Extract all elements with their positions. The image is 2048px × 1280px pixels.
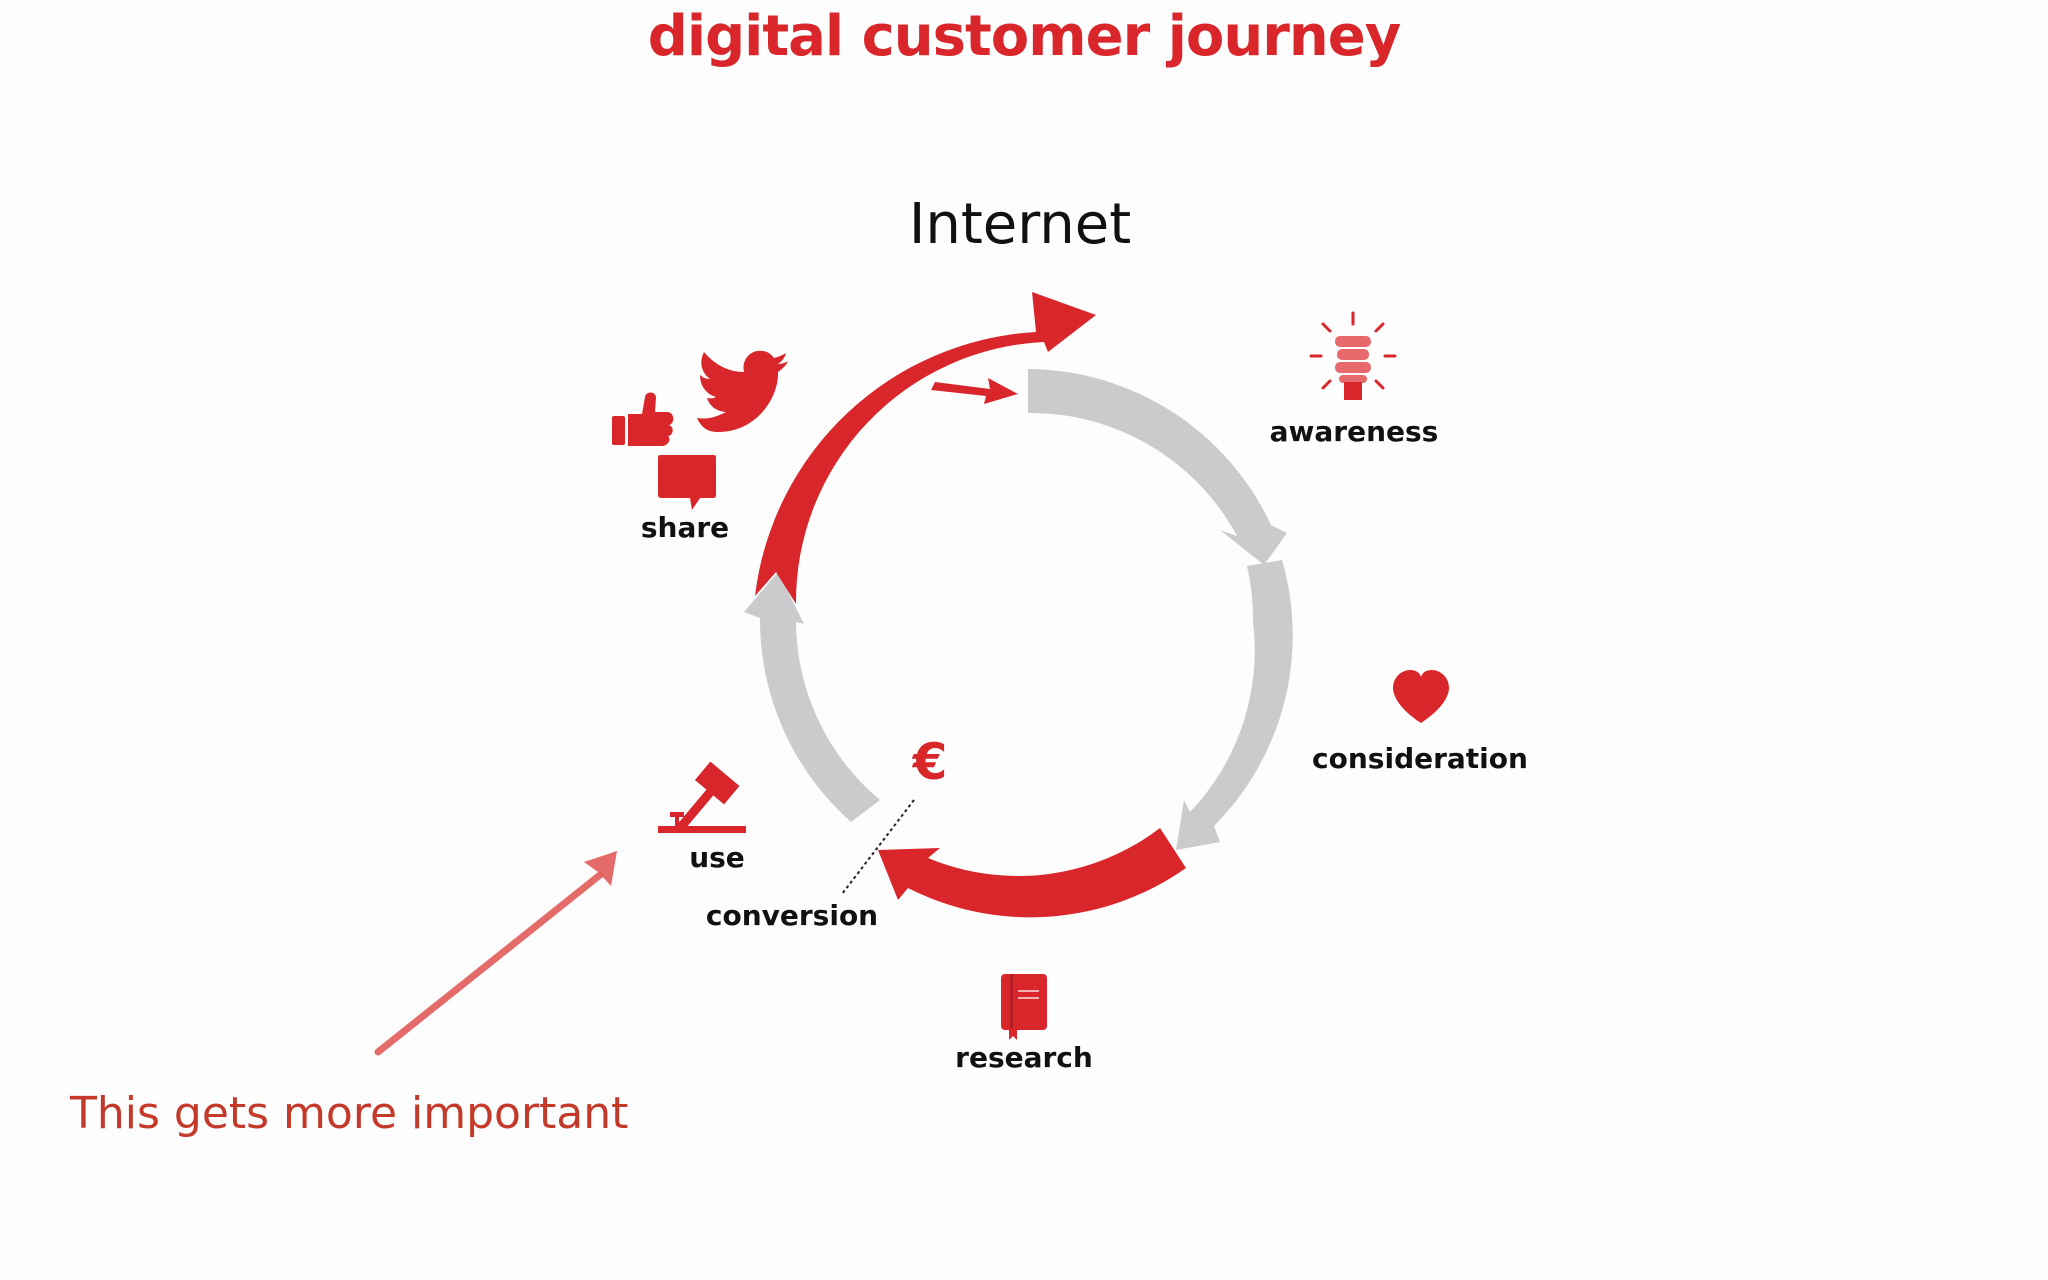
annotation-arrow-shaft [374,871,604,1056]
loop-connector-arrow [931,378,1018,404]
stage-label-use: use [689,841,745,874]
stage-label-share: share [641,511,729,544]
annotation-text: This gets more important [69,1088,628,1139]
annotation-arrow-head [584,851,617,886]
segment-conversion-arrow [878,828,1186,918]
thumbs-up-icon [612,392,674,446]
stage-label-consideration: consideration [1312,742,1528,775]
segment-awareness-arrow [1028,369,1287,565]
heart-icon [1393,670,1449,723]
lightbulb-icon [1309,311,1397,400]
segment-use-arrow [744,572,880,822]
twitter-bird-icon [697,350,788,432]
page-title: digital customer journey [648,4,1401,69]
segment-share-arrow [755,292,1096,604]
speech-bubble-icon [658,455,716,510]
stage-label-research: research [955,1041,1093,1074]
diagram-subtitle: Internet [909,192,1131,257]
conversion-pointer-line [841,799,915,895]
stage-label-conversion: conversion [706,899,878,932]
euro-icon: € [912,733,948,791]
book-icon [1001,974,1047,1040]
hammer-icon [658,761,746,833]
stage-label-awareness: awareness [1270,415,1439,448]
segment-consideration-arrow [1176,560,1293,850]
